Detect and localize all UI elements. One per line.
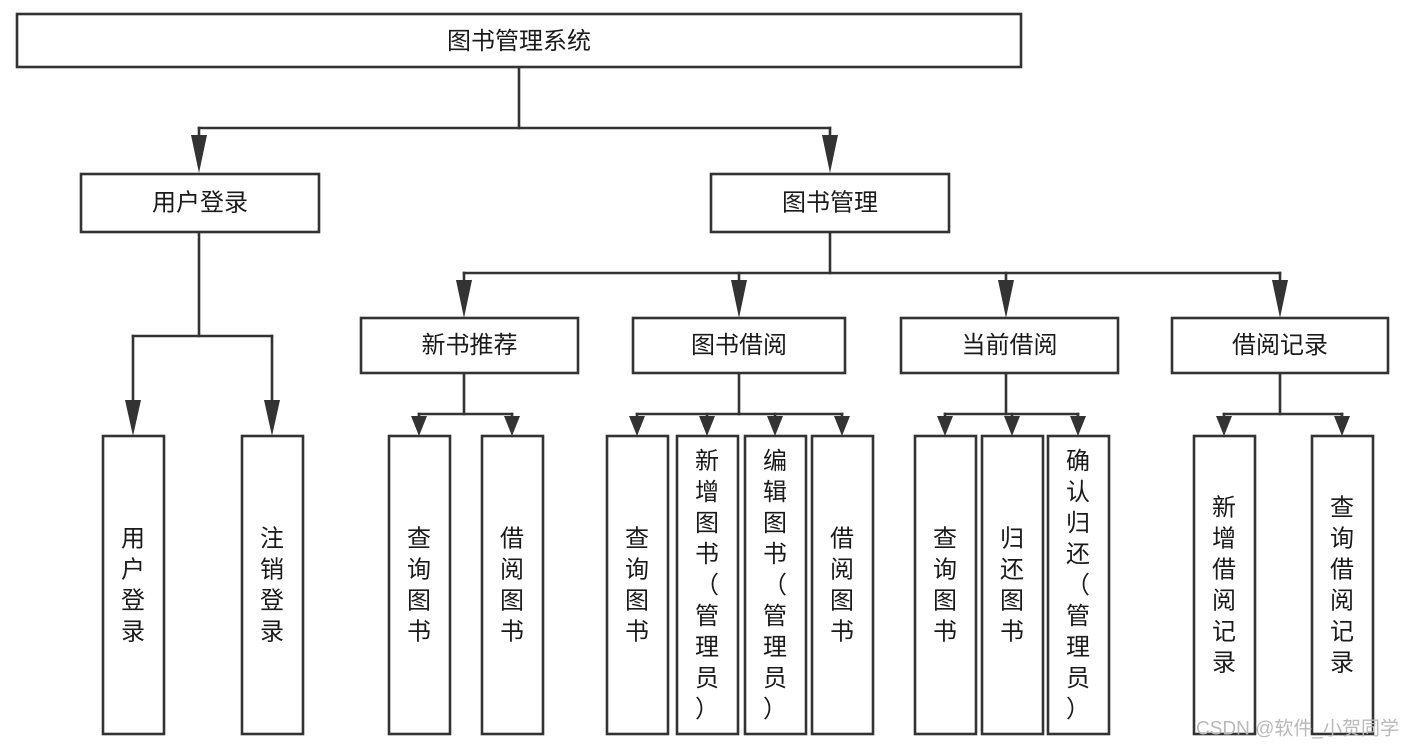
node-book-borrow-label: 图书借阅 bbox=[691, 332, 787, 359]
node-new-book-rec-label: 新书推荐 bbox=[422, 332, 518, 359]
edge-group-book-borrow-to-leaves bbox=[629, 370, 850, 436]
node-borrow-record-label: 借阅记录 bbox=[1232, 332, 1328, 359]
node-leaf-query-book-1[interactable]: 查询图书 bbox=[387, 434, 452, 736]
edge-group-book-manage-to-level3 bbox=[456, 231, 1288, 318]
node-leaf-add-book-box[interactable] bbox=[675, 434, 740, 736]
arrow-head-leaf-return-book bbox=[1004, 416, 1020, 436]
arrow-head-current-borrow bbox=[998, 280, 1014, 318]
node-leaf-user-login[interactable]: 用户登录 bbox=[101, 434, 166, 736]
arrow-head-leaf-query-book-1 bbox=[411, 416, 427, 436]
edge-group-root-to-level2 bbox=[191, 66, 838, 173]
arrow-head-leaf-query-record bbox=[1334, 416, 1350, 436]
node-root-box[interactable] bbox=[15, 12, 1023, 69]
edge-group-borrow-record-to-leaves bbox=[1216, 370, 1350, 436]
node-leaf-query-book-3[interactable]: 查询图书 bbox=[913, 434, 978, 736]
node-book-borrow[interactable]: 图书借阅 bbox=[631, 316, 847, 375]
arrow-head-leaf-logout bbox=[264, 400, 280, 436]
node-leaf-query-book-2-label: 查询图书 bbox=[625, 525, 649, 645]
node-book-manage-box[interactable] bbox=[709, 172, 951, 234]
node-book-manage-label: 图书管理 bbox=[782, 190, 878, 217]
node-leaf-query-record-box[interactable] bbox=[1310, 434, 1375, 736]
node-current-borrow[interactable]: 当前借阅 bbox=[899, 316, 1120, 375]
node-book-manage[interactable]: 图书管理 bbox=[709, 172, 951, 234]
node-root[interactable]: 图书管理系统 bbox=[15, 12, 1023, 69]
arrow-head-leaf-add-record bbox=[1216, 416, 1232, 436]
arrow-head-new-book-rec bbox=[456, 280, 472, 318]
arrow-head-leaf-borrow-book-2 bbox=[834, 416, 850, 436]
node-leaf-query-book-2-box[interactable] bbox=[605, 434, 670, 736]
node-leaf-borrow-book-1[interactable]: 借阅图书 bbox=[480, 434, 545, 736]
arrow-head-leaf-edit-book bbox=[767, 416, 783, 436]
node-leaf-borrow-book-2[interactable]: 借阅图书 bbox=[810, 434, 875, 736]
arrow-head-leaf-confirm-return bbox=[1070, 416, 1086, 436]
node-leaf-logout-label: 注销登录 bbox=[260, 525, 284, 645]
node-leaf-query-book-1-box[interactable] bbox=[387, 434, 452, 736]
node-borrow-record[interactable]: 借阅记录 bbox=[1170, 316, 1390, 375]
node-new-book-rec-box[interactable] bbox=[359, 316, 580, 375]
node-leaf-add-record-label: 新增借阅记录 bbox=[1212, 494, 1236, 676]
node-leaf-user-login-box[interactable] bbox=[101, 434, 166, 736]
node-leaf-return-book-label: 归还图书 bbox=[1000, 525, 1024, 645]
node-leaf-return-book[interactable]: 归还图书 bbox=[980, 434, 1045, 736]
edge-group-user-login-to-leaves bbox=[125, 231, 280, 436]
node-leaf-query-record-label: 查询借阅记录 bbox=[1330, 494, 1354, 676]
node-root-label: 图书管理系统 bbox=[447, 28, 591, 55]
node-leaf-borrow-book-2-label: 借阅图书 bbox=[830, 525, 854, 645]
node-leaf-confirm-return-label: 确认归还（管理员） bbox=[1066, 448, 1090, 723]
csdn-watermark: CSDN @软件_小贺同学 bbox=[1196, 718, 1399, 740]
node-leaf-edit-book-label: 编辑图书（管理员） bbox=[763, 448, 787, 723]
node-leaf-return-book-box[interactable] bbox=[980, 434, 1045, 736]
edge-group-new-book-rec-to-leaves bbox=[411, 370, 520, 436]
arrow-head-leaf-query-book-2 bbox=[629, 416, 645, 436]
arrow-head-user-login bbox=[191, 135, 207, 173]
node-leaf-borrow-book-2-box[interactable] bbox=[810, 434, 875, 736]
arrow-head-book-borrow bbox=[731, 280, 747, 318]
arrow-head-leaf-borrow-book-1 bbox=[504, 416, 520, 436]
node-leaf-query-book-2[interactable]: 查询图书 bbox=[605, 434, 670, 736]
node-leaf-confirm-return[interactable]: 确认归还（管理员） bbox=[1046, 434, 1111, 736]
node-leaf-add-book[interactable]: 新增图书（管理员） bbox=[675, 434, 740, 736]
node-leaf-logout[interactable]: 注销登录 bbox=[240, 434, 305, 736]
node-leaf-query-record[interactable]: 查询借阅记录 bbox=[1310, 434, 1375, 736]
node-leaf-edit-book-box[interactable] bbox=[743, 434, 808, 736]
node-leaf-query-book-3-label: 查询图书 bbox=[933, 525, 957, 645]
node-leaf-user-login-label: 用户登录 bbox=[121, 525, 145, 645]
node-leaf-add-record-box[interactable] bbox=[1192, 434, 1257, 736]
node-leaf-query-book-1-label: 查询图书 bbox=[407, 525, 431, 645]
node-leaf-confirm-return-box[interactable] bbox=[1046, 434, 1111, 736]
arrow-head-book-manage bbox=[822, 135, 838, 173]
node-leaf-borrow-book-1-label: 借阅图书 bbox=[500, 525, 524, 645]
node-leaf-add-book-label: 新增图书（管理员） bbox=[695, 448, 719, 723]
node-leaf-edit-book[interactable]: 编辑图书（管理员） bbox=[743, 434, 808, 736]
arrow-head-leaf-user-login bbox=[125, 400, 141, 436]
edge-group-current-borrow-to-leaves bbox=[937, 370, 1086, 436]
node-user-login-box[interactable] bbox=[79, 172, 321, 234]
node-book-borrow-box[interactable] bbox=[631, 316, 847, 375]
node-leaf-query-book-3-box[interactable] bbox=[913, 434, 978, 736]
node-leaf-logout-box[interactable] bbox=[240, 434, 305, 736]
node-current-borrow-box[interactable] bbox=[899, 316, 1120, 375]
arrow-head-borrow-record bbox=[1272, 280, 1288, 318]
arrow-head-leaf-query-book-3 bbox=[937, 416, 953, 436]
node-leaf-add-record[interactable]: 新增借阅记录 bbox=[1192, 434, 1257, 736]
node-leaf-borrow-book-1-box[interactable] bbox=[480, 434, 545, 736]
arrow-head-leaf-add-book bbox=[699, 416, 715, 436]
node-user-login-label: 用户登录 bbox=[152, 190, 248, 217]
node-borrow-record-box[interactable] bbox=[1170, 316, 1390, 375]
node-new-book-rec[interactable]: 新书推荐 bbox=[359, 316, 580, 375]
node-user-login[interactable]: 用户登录 bbox=[79, 172, 321, 234]
node-current-borrow-label: 当前借阅 bbox=[962, 332, 1058, 359]
